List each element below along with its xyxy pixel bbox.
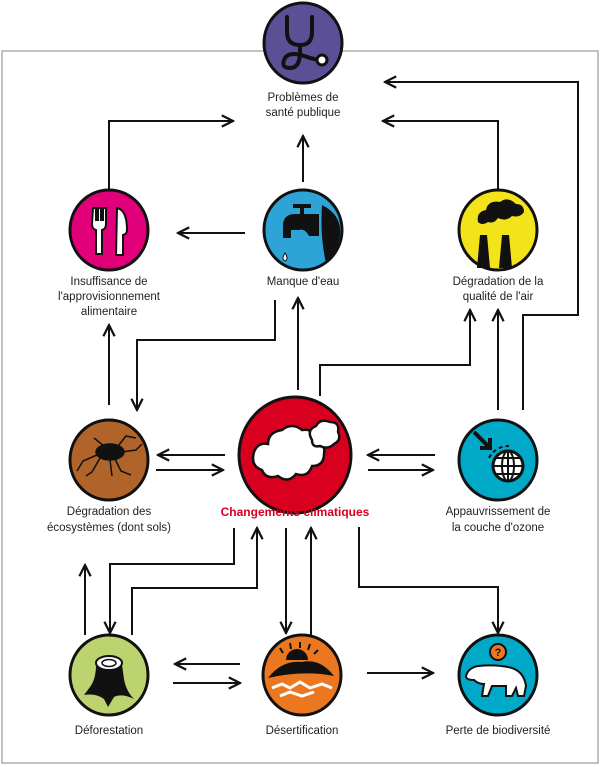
node-alimentation: Insuffisance de l'approvisionnement alim… — [58, 188, 161, 318]
node-sols: Dégradation des écosystèmes (dont sols) — [47, 418, 171, 534]
arrow-climate-to-biodiversity — [358, 527, 498, 633]
biodiversite-label: Perte de biodiversité — [446, 725, 551, 737]
arrow-water-to-ecosystems — [137, 300, 276, 410]
deforestation-label: Déforestation — [75, 725, 143, 737]
node-climat: Changements climatiques — [221, 395, 370, 519]
node-deforestation: Déforestation — [68, 633, 150, 737]
arrow-climate-to-air — [319, 310, 470, 396]
air-label-line2: qualité de l'air — [463, 291, 534, 303]
eau-label: Manque d'eau — [267, 276, 340, 288]
ozone-label-line1: Appauvrissement de — [446, 506, 551, 518]
stethoscope-icon — [281, 15, 329, 71]
desert-sun-icon — [268, 642, 334, 698]
climat-label: Changements climatiques — [221, 505, 370, 519]
arrow-ozone-to-health — [385, 82, 579, 410]
node-air: Dégradation de la qualité de l'air — [453, 188, 544, 303]
sante-label-line2: santé publique — [266, 107, 341, 119]
node-desertification: Désertification — [261, 633, 343, 737]
node-eau: Manque d'eau — [262, 188, 344, 288]
node-biodiversite: ? Perte de biodiversité — [446, 633, 551, 737]
cracked-ground-icon — [76, 435, 143, 477]
arrow-down-icon — [472, 430, 492, 450]
arrow-food-to-health — [108, 121, 233, 190]
arrow-air-to-health — [383, 121, 499, 190]
alimentation-label-line1: Insuffisance de — [70, 276, 147, 288]
alimentation-circle — [68, 188, 150, 272]
tree-stump-icon — [84, 655, 134, 707]
factory-smoke-icon — [477, 199, 524, 268]
globe-icon — [488, 444, 525, 483]
sols-label-line2: écosystèmes (dont sols) — [47, 522, 171, 534]
node-ozone: Appauvrissement de la couche d'ozone — [446, 418, 551, 534]
polar-bear-icon — [464, 664, 528, 697]
water-tap-icon — [282, 204, 341, 263]
cloud-icon — [251, 419, 341, 481]
air-label-line1: Dégradation de la — [453, 276, 544, 288]
connectors — [85, 82, 579, 683]
sante-label-line1: Problèmes de — [268, 92, 339, 104]
arrow-deforestation-to-climate — [131, 528, 257, 635]
question-mark-icon: ? — [489, 643, 507, 661]
arrow-climate-to-deforestation — [110, 528, 235, 633]
fork-knife-icon — [90, 206, 129, 256]
alimentation-label-line2: l'approvisionnement — [58, 291, 161, 303]
svg-text:?: ? — [495, 647, 502, 659]
sols-label-line1: Dégradation des — [67, 506, 152, 518]
alimentation-label-line3: alimentaire — [81, 306, 137, 318]
node-sante: Problèmes de santé publique — [262, 1, 344, 119]
ozone-label-line2: la couche d'ozone — [452, 522, 544, 534]
desertification-label: Désertification — [266, 725, 339, 737]
